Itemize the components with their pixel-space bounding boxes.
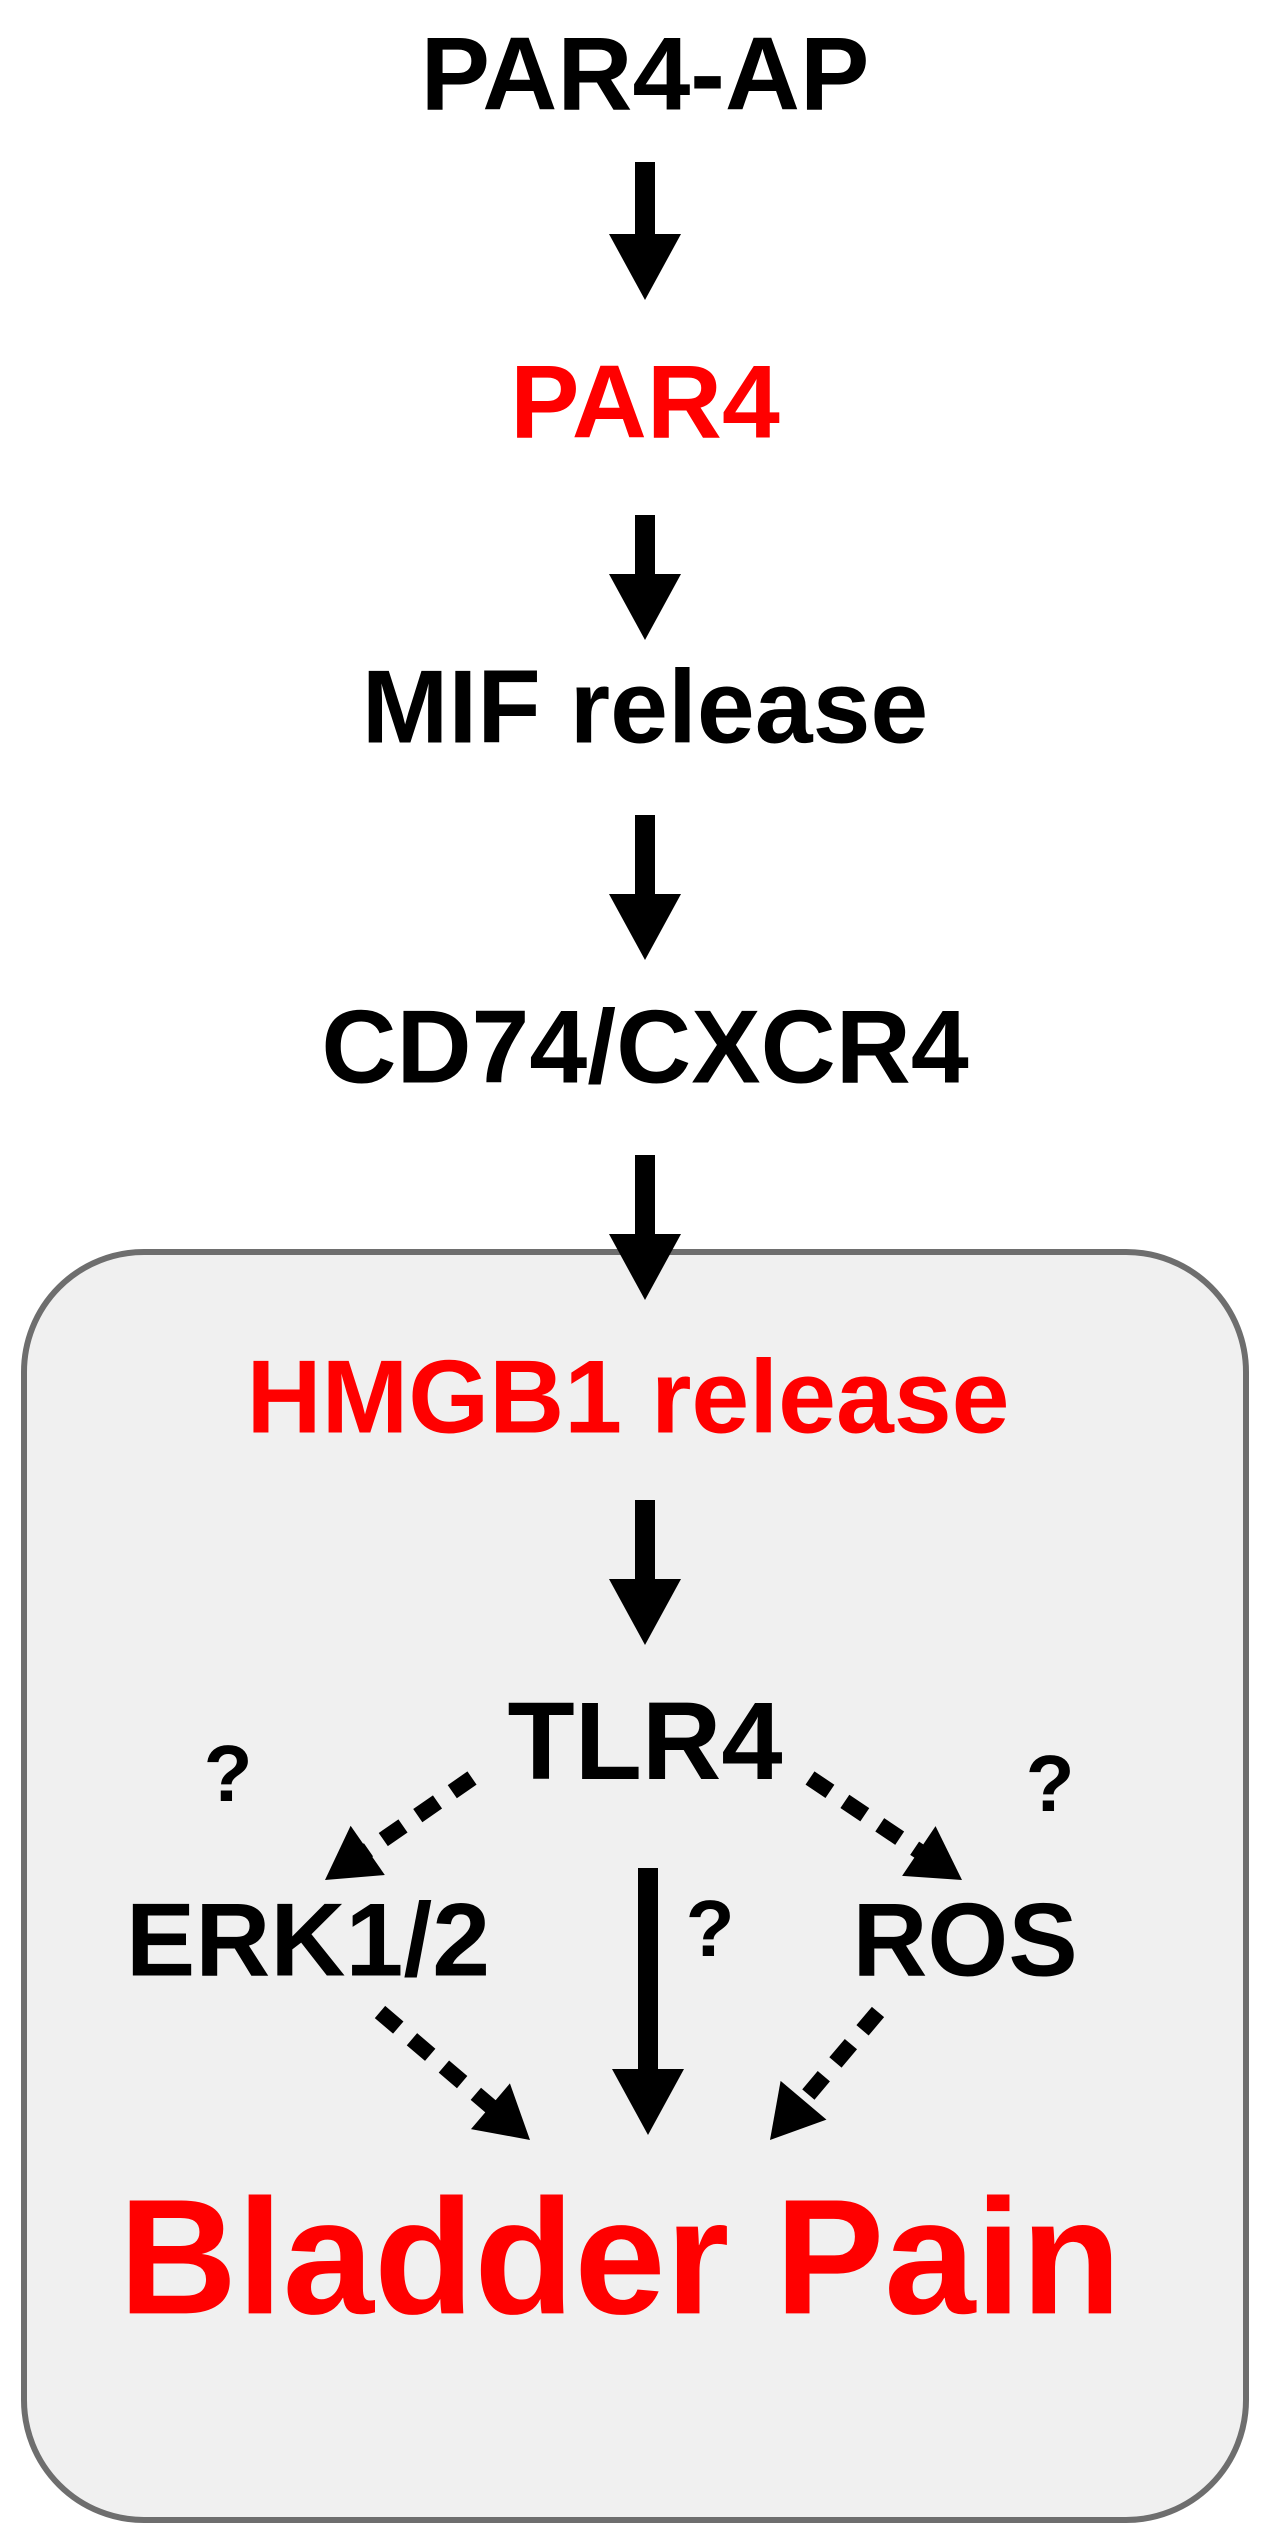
arrowhead [609, 1579, 681, 1645]
edge-erk12-to-bladder-pain [374, 2005, 530, 2140]
edge-cd74-cxcr4-to-hmgb1-release [609, 1155, 681, 1300]
edge-tlr4-to-ros [805, 1771, 962, 1880]
question-mark-left: ? [204, 1729, 253, 1818]
arrowhead [609, 234, 681, 300]
edge-mif-release-to-cd74-cxcr4 [609, 815, 681, 960]
arrowhead [470, 2083, 530, 2140]
arrowhead [609, 574, 681, 640]
arrowhead [612, 2069, 684, 2135]
arrowhead [770, 2080, 827, 2140]
node-tlr4: TLR4 [508, 1680, 783, 1803]
edge-par4-ap-to-par4 [609, 162, 681, 300]
node-mif-release: MIF release [362, 649, 929, 765]
edge-shaft [796, 2006, 885, 2107]
edge-tlr4-to-bladder-pain [612, 1868, 684, 2135]
node-hmgb1-release: HMGB1 release [246, 1339, 1009, 1455]
node-ros: ROS [852, 1882, 1077, 1998]
edge-shaft [361, 1771, 477, 1859]
question-mark-center: ? [686, 1884, 735, 1973]
edge-par4-to-mif-release [609, 515, 681, 640]
node-par4: PAR4 [510, 344, 780, 460]
question-mark-right: ? [1026, 1739, 1075, 1828]
edge-hmgb1-release-to-tlr4 [609, 1500, 681, 1645]
node-par4-ap: PAR4-AP [421, 16, 870, 132]
node-bladder-pain: Bladder Pain [119, 2165, 1122, 2348]
edge-tlr4-to-erk12 [325, 1771, 477, 1880]
edge-ros-to-bladder-pain [770, 2006, 885, 2140]
arrowhead [609, 1234, 681, 1300]
arrowhead [902, 1826, 962, 1880]
edge-shaft [805, 1771, 925, 1859]
node-cd74-cxcr4: CD74/CXCR4 [321, 989, 968, 1105]
arrowhead [609, 894, 681, 960]
edges-group [325, 162, 962, 2140]
node-erk12: ERK1/2 [126, 1882, 490, 1998]
arrowhead [325, 1825, 385, 1880]
